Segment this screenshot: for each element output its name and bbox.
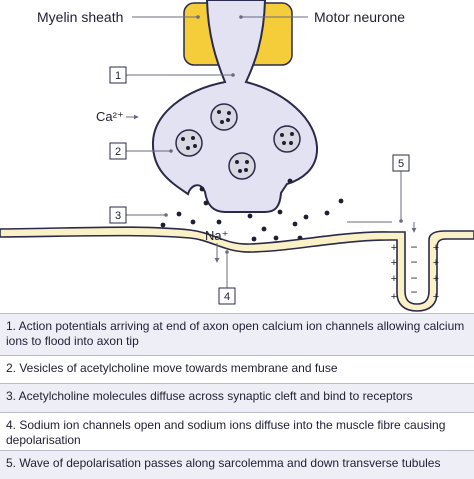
step-item: 1. Action potentials arriving at end of …	[0, 313, 474, 355]
myelin-sheath-label: Myelin sheath	[37, 9, 123, 25]
minus-sign: −	[410, 255, 417, 269]
step-item: 5. Wave of depolarisation passes along s…	[0, 450, 474, 479]
vesicle	[210, 103, 238, 131]
plus-sign: +	[433, 291, 439, 303]
marker-5: 5	[392, 154, 410, 172]
step-item: 2. Vesicles of acetylcholine move toward…	[0, 355, 474, 383]
step-item: 4. Sodium ion channels open and sodium i…	[0, 412, 474, 450]
minus-sign: −	[410, 285, 417, 299]
vesicle	[228, 152, 256, 180]
svg-text:4: 4	[224, 291, 230, 303]
plus-sign: +	[433, 257, 439, 269]
steps-list: 1. Action potentials arriving at end of …	[0, 313, 474, 479]
sarcolemma-shape	[0, 226, 474, 312]
motor-neurone-label: Motor neurone	[314, 9, 405, 25]
sodium-label: Na⁺	[205, 228, 228, 243]
minus-sign: −	[410, 271, 417, 285]
svg-text:5: 5	[398, 158, 404, 170]
marker-3: 3	[109, 206, 127, 224]
plus-sign: +	[391, 242, 397, 254]
motor-neurone-shape	[151, 0, 319, 213]
marker-4: 4	[218, 287, 236, 305]
plus-sign: +	[391, 291, 397, 303]
marker-1: 1	[109, 66, 127, 84]
positive-charges: + + + + + + + +	[391, 242, 439, 303]
vesicle	[273, 125, 301, 153]
negative-charges: − − − −	[410, 240, 417, 299]
svg-text:1: 1	[115, 70, 121, 82]
svg-text:3: 3	[115, 210, 121, 222]
vesicle	[175, 129, 203, 157]
plus-sign: +	[433, 273, 439, 285]
step-item: 3. Acetylcholine molecules diffuse acros…	[0, 383, 474, 412]
calcium-label: Ca²⁺	[96, 109, 124, 124]
plus-sign: +	[391, 257, 397, 269]
plus-sign: +	[433, 242, 439, 254]
plus-sign: +	[391, 273, 397, 285]
minus-sign: −	[410, 240, 417, 254]
synapse-diagram: + + + + + + + + − − − −	[0, 0, 474, 312]
marker-2: 2	[109, 142, 127, 160]
svg-text:2: 2	[115, 146, 121, 158]
